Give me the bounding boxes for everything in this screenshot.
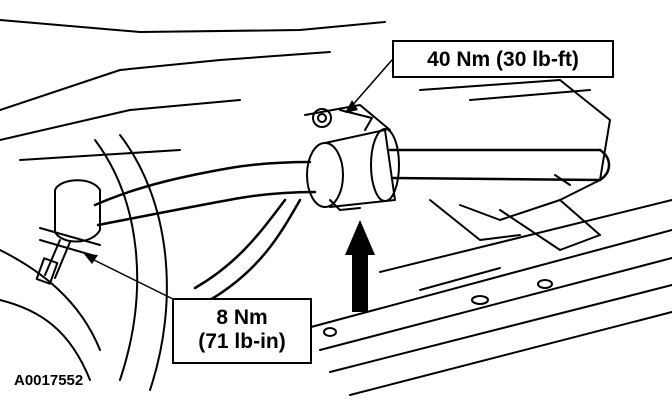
leader-arrowhead-lower [84, 254, 98, 264]
torque-callout-lower-line2: (71 lb-in) [198, 330, 286, 354]
stabilizer-bar [93, 148, 611, 302]
wheel-outline [0, 134, 168, 391]
stabilizer-end-link [35, 179, 101, 285]
leader-lines [89, 59, 393, 306]
leader-arrowhead-upper [345, 100, 358, 113]
tank-housing [419, 79, 611, 251]
torque-callout-upper-text: 40 Nm (30 lb-ft) [427, 48, 579, 71]
torque-callout-lower-line1: 8 Nm [216, 306, 268, 329]
stabilizer-bushing [304, 104, 400, 211]
torque-callout-lower: 8 Nm (71 lb-in) [172, 298, 312, 364]
frame-rail [299, 199, 672, 396]
torque-callout-upper: 40 Nm (30 lb-ft) [392, 40, 614, 78]
vehicle-body-lines [0, 19, 386, 161]
direction-arrow [345, 220, 375, 312]
figure-id: A0017552 [14, 372, 84, 389]
